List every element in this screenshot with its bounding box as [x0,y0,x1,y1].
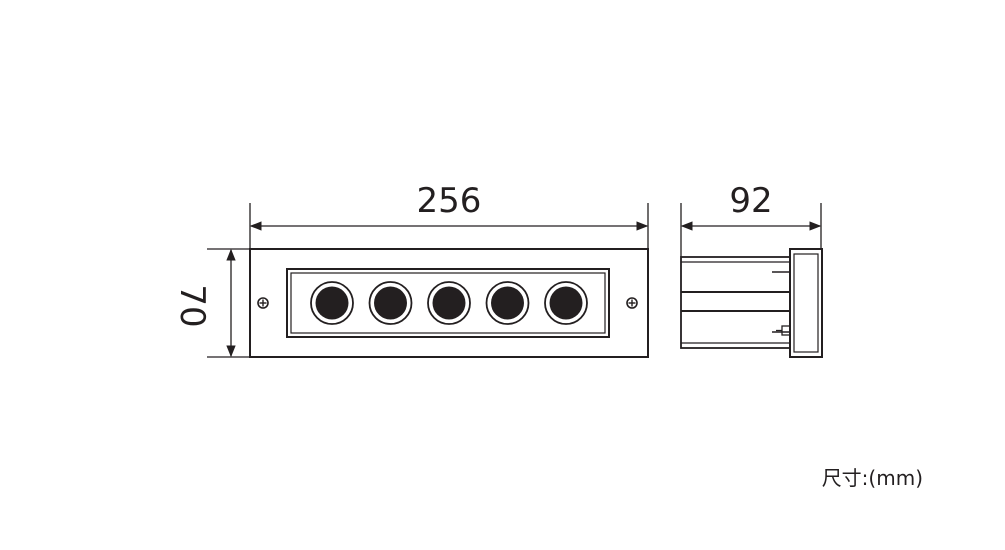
lens-window-inner [290,272,606,334]
lens-icon [310,281,354,325]
front-plate-outline [249,248,649,358]
side-view [680,248,823,358]
screw-left-icon [257,297,269,309]
lens-icon [485,281,530,325]
depth-dimension [680,203,822,257]
height-dimension-label: 70 [172,284,212,327]
front-view [249,248,649,358]
width-dimension-label: 256 [417,181,482,221]
units-note: 尺寸:(mm) [822,466,923,490]
depth-dimension-label: 92 [729,181,772,221]
lens-icon [368,281,413,325]
lens-icon [544,281,588,325]
screw-right-icon [626,297,638,309]
lens-icon [427,281,471,325]
side-body-outline [680,256,791,349]
width-dimension [249,203,649,249]
lens-window-outer [286,268,610,338]
side-flange-outline [789,248,823,358]
side-flange-inner [793,253,819,353]
cable-connector-icon [776,325,791,336]
height-dimension [207,248,250,358]
lens-row [310,281,588,325]
